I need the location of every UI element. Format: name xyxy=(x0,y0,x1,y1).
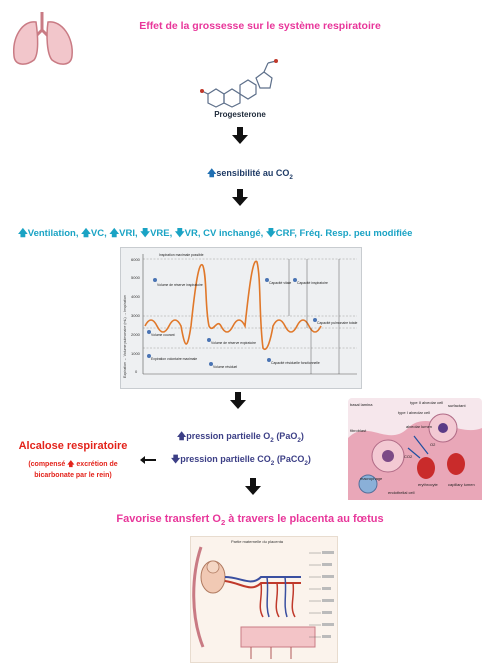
tick-4000: 4000 xyxy=(131,294,141,299)
tick-2000: 2000 xyxy=(131,332,141,337)
alcalose-title: Alcalose respiratoire xyxy=(18,440,128,452)
spirometry-graph: 6000 5000 4000 3000 2000 1000 0 Expirati… xyxy=(120,247,362,389)
arrow-up-icon: 🡅 xyxy=(18,228,28,239)
arrow-down-icon xyxy=(230,392,246,409)
label-irv: Volume de réserve inspiratoire xyxy=(157,283,203,287)
alv-type2: type II alveolar cell xyxy=(410,400,443,405)
arrow-up-icon: 🡅 xyxy=(109,228,120,239)
label-rv: Volume résiduel xyxy=(213,365,237,369)
pression-o2: 🡅pression partielle O2 (PaO2) xyxy=(177,431,304,444)
tick-5000: 5000 xyxy=(131,275,141,280)
placenta-illustration: Partie maternelle du placenta xyxy=(190,536,338,663)
arrow-down-icon: 🡇 xyxy=(265,228,276,239)
alv-co2: CO2 xyxy=(404,454,413,459)
tick-3000: 3000 xyxy=(131,313,141,318)
label-crf: Capacité résiduelle fonctionnelle xyxy=(271,361,320,365)
alv-erythrocyte: erythrocyte xyxy=(418,482,439,487)
arrow-down-icon xyxy=(245,478,261,495)
arrow-up-icon: 🡅 xyxy=(207,168,217,178)
pression-co2: 🡇pression partielle CO2 (PaCO2) xyxy=(171,454,311,467)
label-top: Inspiration maximale possible xyxy=(159,253,204,257)
arrow-up-icon: 🡅 xyxy=(81,228,91,239)
arrow-up-icon: 🡅 xyxy=(67,461,75,468)
label-tv: Volume courant xyxy=(151,333,175,337)
tick-6000: 6000 xyxy=(131,257,141,262)
arrow-down-icon xyxy=(232,127,248,144)
label-exp: Expiration volontaire maximale xyxy=(151,357,197,361)
alv-surfactant: surfactant xyxy=(448,403,466,408)
volume-curve xyxy=(144,260,322,351)
tick-1000: 1000 xyxy=(131,351,141,356)
arrow-down-icon: 🡇 xyxy=(171,454,181,464)
y-axis-label: Expiration ← Volume pulmonaire (mL) → In… xyxy=(123,295,127,378)
tick-0: 0 xyxy=(135,369,138,374)
arrow-up-icon: 🡅 xyxy=(177,431,187,441)
alv-basal-lamina: basal lamina xyxy=(350,402,373,407)
alveolus-illustration: basal lamina type II alveolar cell surfa… xyxy=(348,398,482,500)
alv-o2: O2 xyxy=(430,442,436,447)
arrow-down-icon: 🡇 xyxy=(140,228,151,239)
alcalose-note: (compensé 🡅 excrétion de bicarbonate par… xyxy=(28,461,118,479)
step-co2-sensitivity: 🡅sensibilité au CO2 xyxy=(207,168,293,181)
label-vc: Capacité vitale xyxy=(269,281,291,285)
alv-capillary: capillary lumen xyxy=(448,482,475,487)
lungs-icon xyxy=(13,12,73,65)
alv-fibroblast: fibroblast xyxy=(350,428,367,433)
alv-macrophage: macrophage xyxy=(360,476,383,481)
placenta-caption: Partie maternelle du placenta xyxy=(231,539,284,544)
page-title: Effet de la grossesse sur le système res… xyxy=(139,20,381,32)
molecule-label: Progesterone xyxy=(214,110,266,119)
alv-lumen: alveolar lumen xyxy=(406,424,432,429)
alv-endothelial: endothelial cell xyxy=(388,490,415,495)
arrow-left-icon xyxy=(140,456,156,464)
label-tlc: Capacité pulmonaire totale xyxy=(317,321,357,325)
arrow-down-icon xyxy=(232,189,248,206)
alv-type1: type I alveolar cell xyxy=(398,410,430,415)
final-statement: Favorise transfert O2 à travers le place… xyxy=(116,513,384,528)
label-ci: Capacité inspiratoire xyxy=(297,281,328,285)
label-erv: Volume de réserve expiratoire xyxy=(211,341,256,345)
step-ventilation: 🡅Ventilation, 🡅VC, 🡅VRI, 🡇VRE, 🡇VR, CV i… xyxy=(18,228,413,239)
arrow-down-icon: 🡇 xyxy=(174,228,185,239)
progesterone-molecule xyxy=(200,59,278,108)
